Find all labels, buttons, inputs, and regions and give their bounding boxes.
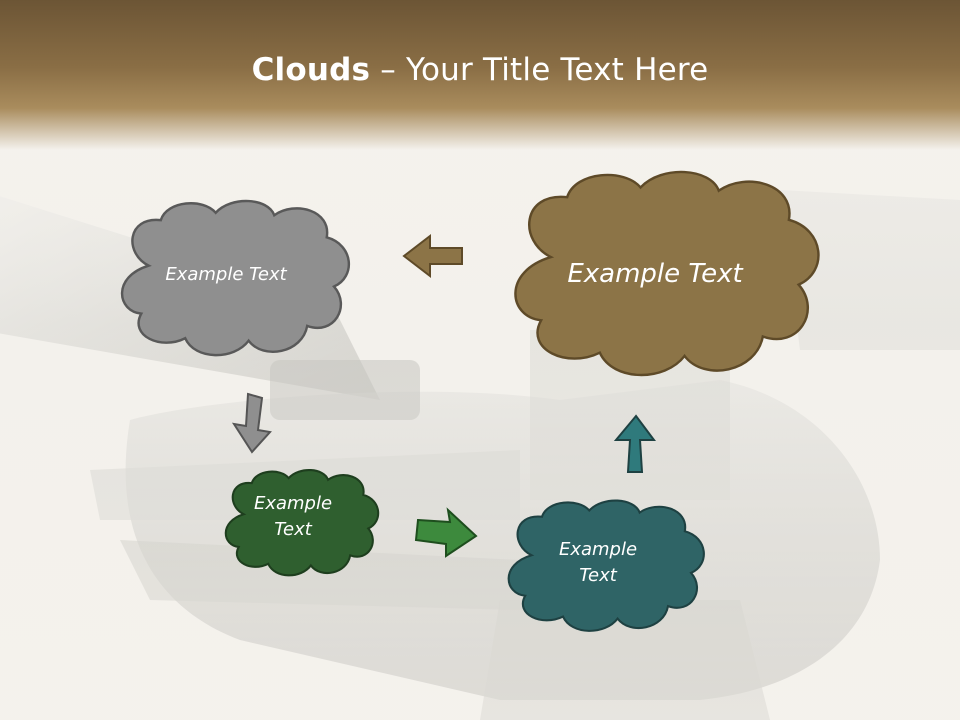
cloud-green-label: Example Text — [253, 493, 333, 541]
cloud-teal-label: Example Text — [558, 539, 638, 587]
title-bar — [0, 0, 960, 150]
down-arrow-icon — [231, 392, 272, 454]
up-arrow-icon — [613, 414, 656, 473]
left-arrow-icon — [402, 233, 463, 279]
cloud-grey-label: Example Text — [165, 264, 287, 285]
title-bold-word: Clouds — [251, 52, 371, 88]
title-text: Your Title Text Here — [406, 52, 709, 88]
title-dash: – — [370, 52, 406, 88]
cloud-brown-label: Example Text — [567, 259, 743, 289]
slide-title: Clouds – Your Title Text Here — [0, 52, 960, 88]
right-arrow-icon — [414, 507, 478, 558]
